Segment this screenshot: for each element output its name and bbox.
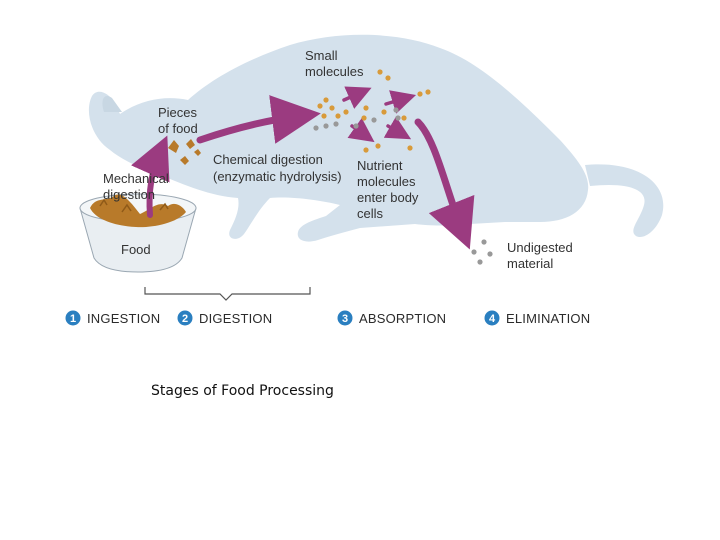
label-pieces-of-food: Pieces of food: [158, 105, 201, 136]
stage-number: 1: [70, 313, 76, 325]
label-undigested-material: Undigested material: [507, 240, 576, 271]
label-mechanical-digestion: Mechanical digestion: [103, 171, 172, 202]
food-in-bowl: [90, 194, 186, 228]
stage-number-badge: [177, 310, 193, 326]
stage-ingestion: 1 INGESTION: [65, 310, 160, 326]
label-small-molecules: Small molecules: [305, 48, 364, 79]
stage-elimination: 4 ELIMINATION: [484, 310, 590, 326]
stage-number: 4: [489, 313, 496, 325]
stage-number: 2: [182, 313, 188, 325]
food-pieces: [168, 139, 201, 165]
small-molecules: [313, 69, 431, 153]
label-nutrient-molecules: Nutrient molecules enter body cells: [357, 158, 422, 221]
cat-ear: [102, 95, 122, 112]
cat-tail: [585, 164, 664, 238]
stage-number-badge: [65, 310, 81, 326]
stage-number-badge: [337, 310, 353, 326]
digestion-arrow: [196, 95, 321, 144]
process-arrows: [131, 86, 475, 250]
stage-label: ELIMINATION: [506, 311, 590, 326]
stage-number-badge: [484, 310, 500, 326]
label-food: Food: [121, 242, 151, 257]
cat-body: [88, 34, 589, 242]
stage-label: INGESTION: [87, 311, 160, 326]
digestion-bracket: [144, 287, 311, 301]
ingestion-arrow: [131, 135, 170, 218]
caption: Stages of Food Processing: [151, 383, 334, 399]
undigested-particles: [471, 239, 493, 265]
stage-number: 3: [342, 313, 348, 325]
cat-silhouette: [88, 34, 664, 242]
molecule-arrow-1: [342, 86, 372, 109]
food-bowl: [79, 193, 197, 273]
stage-label: ABSORPTION: [359, 311, 446, 326]
molecule-arrow-2: [384, 90, 417, 114]
absorption-arrow-2: [383, 116, 412, 140]
elimination-arrow: [414, 118, 475, 250]
label-chemical-digestion: Chemical digestion (enzymatic hydrolysis…: [213, 152, 342, 184]
stage-digestion: 2 DIGESTION: [177, 310, 272, 326]
stage-label: DIGESTION: [199, 311, 272, 326]
stage-absorption: 3 ABSORPTION: [337, 310, 446, 326]
